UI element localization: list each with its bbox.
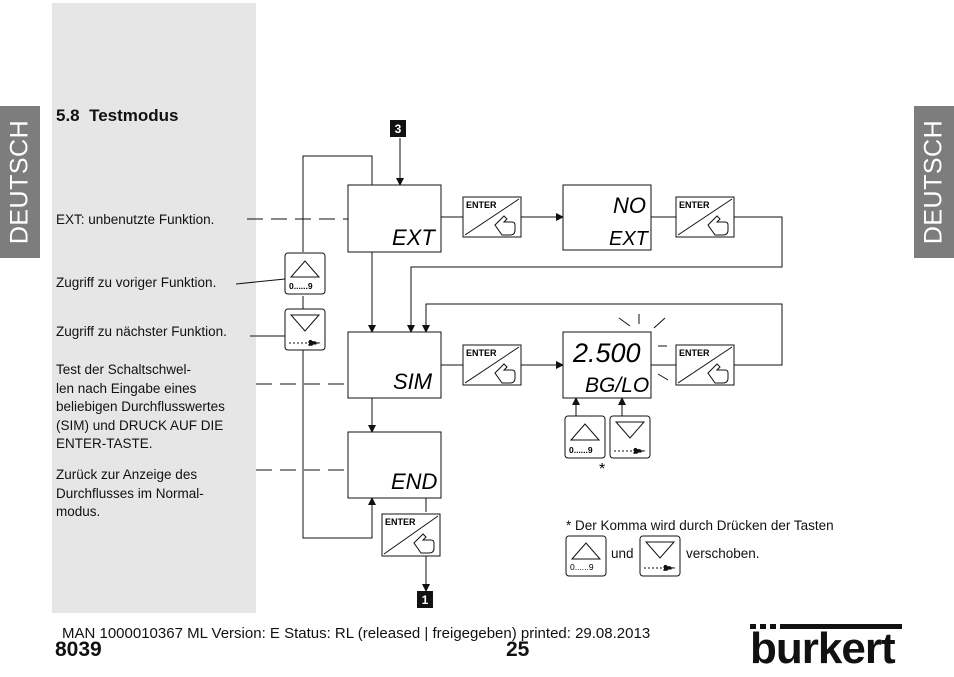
marker-1: 1 <box>417 591 433 608</box>
enter-key-icon-1[interactable]: ENTER <box>462 196 522 238</box>
display-no-ext: NO EXT <box>562 184 652 251</box>
enter-key-icon-5[interactable]: ENTER <box>381 513 441 557</box>
up-key-label: 0......9 <box>569 445 593 455</box>
footer-meta: MAN 1000010367 ML Version: E Status: RL … <box>62 625 651 642</box>
description-ext: EXT: unbenutzte Funktion. <box>56 212 215 227</box>
display-sim: SIM <box>347 331 442 399</box>
display-ext-text: EXT <box>392 225 436 250</box>
blink-indicator-icon <box>618 314 669 381</box>
display-no-ext-text: EXT <box>609 228 650 250</box>
description-end: Zurück zur Anzeige des Durchflusses im N… <box>56 467 204 519</box>
footnote-up-key-label: 0......9 <box>570 562 594 572</box>
display-value: 2.500 BG/LO <box>562 331 652 399</box>
section-number: 5.8 <box>56 106 80 125</box>
language-tab-right: DEUTSCH <box>914 106 954 258</box>
brand-name: burkert <box>750 624 896 673</box>
doc-number: 8039 <box>55 638 102 661</box>
enter-key-label: ENTER <box>385 517 416 527</box>
up-key-icon-1[interactable]: 0......9 <box>284 252 326 295</box>
section-heading: 5.8 Testmodus <box>56 106 179 126</box>
section-title: Testmodus <box>89 106 179 125</box>
page-number: 25 <box>506 638 530 661</box>
gray-side-panel <box>52 3 256 613</box>
display-ext: EXT <box>347 184 442 253</box>
language-tab-left: DEUTSCH <box>0 106 40 258</box>
logo-bars-icon <box>750 624 902 629</box>
description-sim: Test der Schaltschwel- len nach Eingabe … <box>56 362 225 451</box>
up-key-icon-2[interactable]: 0......9 <box>564 415 606 459</box>
asterisk-mark: * <box>599 461 605 478</box>
footnote-up-key-icon: 0......9 <box>565 535 607 577</box>
down-key-icon-2[interactable] <box>609 415 651 459</box>
display-end: END <box>347 431 442 499</box>
enter-key-icon-4[interactable]: ENTER <box>675 344 735 386</box>
enter-key-label: ENTER <box>466 348 497 358</box>
footnote-line1: * Der Komma wird durch Drücken der Taste… <box>566 518 834 533</box>
enter-key-icon-3[interactable]: ENTER <box>462 344 522 386</box>
description-next: Zugriff zu nächster Funktion. <box>56 324 227 339</box>
marker-3: 3 <box>390 120 406 137</box>
footnote-und: und <box>611 546 634 561</box>
display-no-text: NO <box>613 193 646 218</box>
footnote-down-key-icon <box>639 535 681 577</box>
down-key-icon-1[interactable] <box>284 308 326 351</box>
up-key-label: 0......9 <box>289 281 313 291</box>
footnote-end: verschoben. <box>686 546 760 561</box>
enter-key-label: ENTER <box>679 348 710 358</box>
display-end-text: END <box>391 469 438 494</box>
marker-1-label: 1 <box>422 593 429 607</box>
burkert-logo: burkert <box>748 620 904 673</box>
description-previous: Zugriff zu voriger Funktion. <box>56 275 217 290</box>
enter-key-icon-2[interactable]: ENTER <box>675 196 735 238</box>
enter-key-label: ENTER <box>466 200 497 210</box>
marker-3-label: 3 <box>395 122 402 136</box>
display-value-text: 2.500 <box>572 338 641 368</box>
display-sim-text: SIM <box>393 369 433 394</box>
display-value-unit: BG/LO <box>585 374 649 397</box>
enter-key-label: ENTER <box>679 200 710 210</box>
